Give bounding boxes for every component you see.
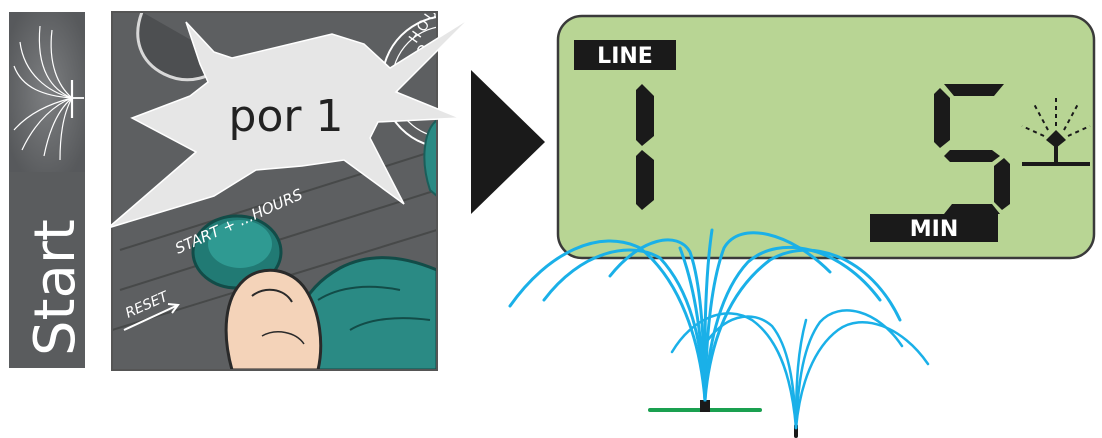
sprinkler-icon <box>1021 98 1091 166</box>
arrow-right-icon <box>471 70 545 214</box>
line-badge: LINE <box>574 40 676 70</box>
line-badge-label: LINE <box>597 44 653 69</box>
start-button[interactable] <box>191 214 283 290</box>
line-digit: 1 <box>636 84 654 210</box>
start-label: Start <box>23 219 88 356</box>
fountain-icon <box>13 25 84 161</box>
reset-arrow-icon <box>123 303 180 331</box>
lcd-display: LINE 1 5 <box>556 14 1096 260</box>
callout-burst: por 1 <box>107 17 471 229</box>
start-sidebar: Start <box>9 12 88 368</box>
hand-icon <box>224 256 437 370</box>
callout-text: por 1 <box>229 91 344 142</box>
min-badge: MIN <box>870 214 998 242</box>
water-sprinkler-icon <box>508 228 930 438</box>
side-button-icon <box>423 118 437 198</box>
min-badge-label: MIN <box>910 217 959 242</box>
instruction-panel: HOUR 8 1 2 START + ...HOURS RESET <box>107 11 471 371</box>
duration-digit: 5 <box>934 84 1010 214</box>
